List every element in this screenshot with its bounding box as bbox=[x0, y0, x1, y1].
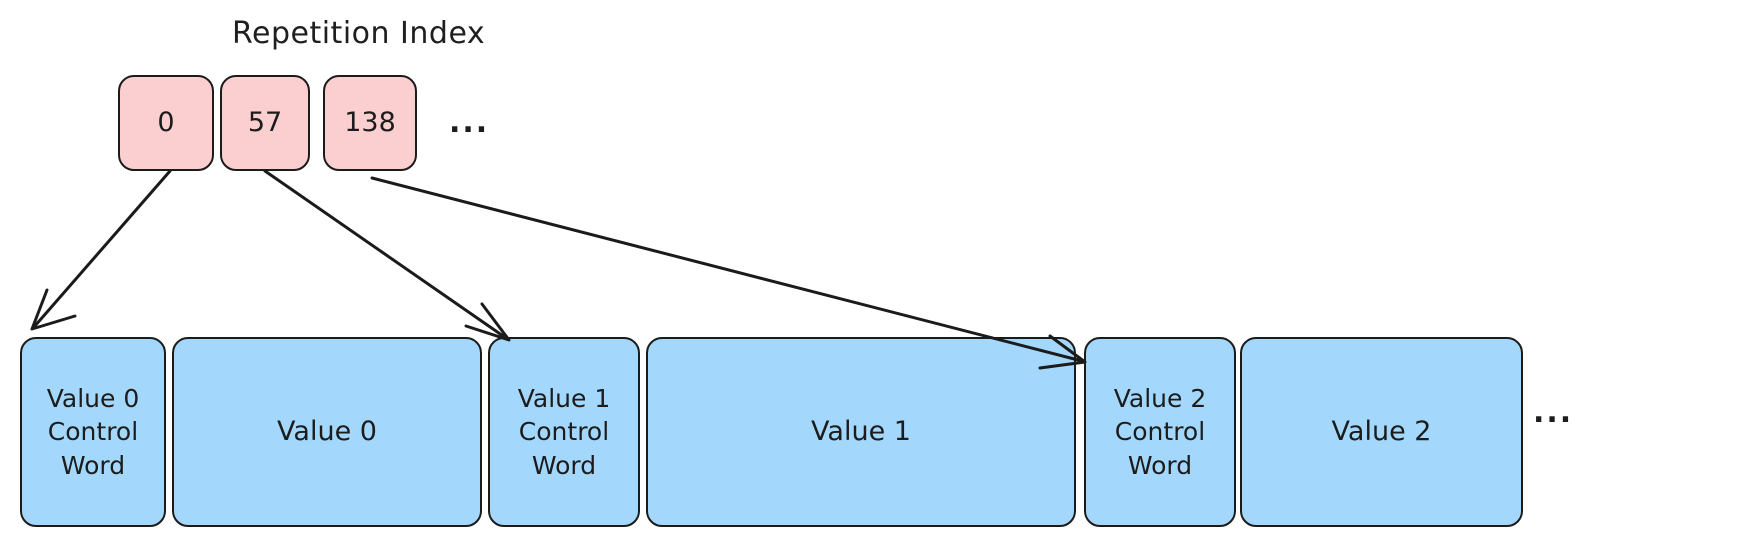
value-1-box[interactable]: Value 1 bbox=[646, 337, 1076, 527]
repetition-index-box-0-label: 0 bbox=[157, 107, 175, 139]
value-2-control-word-box[interactable]: Value 2 Control Word bbox=[1084, 337, 1236, 527]
repetition-index-ellipsis: ... bbox=[449, 105, 490, 140]
value-0-control-word-label: Value 0 Control Word bbox=[46, 384, 140, 480]
value-1-control-word-box[interactable]: Value 1 Control Word bbox=[488, 337, 640, 527]
page-title: Repetition Index bbox=[232, 16, 486, 51]
value-0-control-word-box[interactable]: Value 0 Control Word bbox=[20, 337, 166, 527]
value-0-box[interactable]: Value 0 bbox=[172, 337, 482, 527]
value-2-control-word-label: Value 2 Control Word bbox=[1113, 384, 1207, 480]
repetition-index-box-2[interactable]: 138 bbox=[323, 75, 417, 171]
arrow-index0-to-value0-control-word bbox=[30, 169, 172, 331]
value-1-label: Value 1 bbox=[811, 416, 911, 448]
repetition-index-box-2-label: 138 bbox=[344, 107, 396, 139]
value-0-label: Value 0 bbox=[277, 416, 377, 448]
value-2-label: Value 2 bbox=[1331, 416, 1432, 448]
value-1-control-word-label: Value 1 Control Word bbox=[517, 384, 611, 480]
repetition-index-box-1[interactable]: 57 bbox=[220, 75, 310, 171]
arrow-index57-to-value1-control-word bbox=[263, 169, 511, 342]
repetition-index-box-0[interactable]: 0 bbox=[118, 75, 214, 171]
value-2-box[interactable]: Value 2 bbox=[1240, 337, 1523, 527]
buffer-row-ellipsis: ... bbox=[1533, 395, 1574, 430]
repetition-index-box-1-label: 57 bbox=[247, 107, 283, 139]
